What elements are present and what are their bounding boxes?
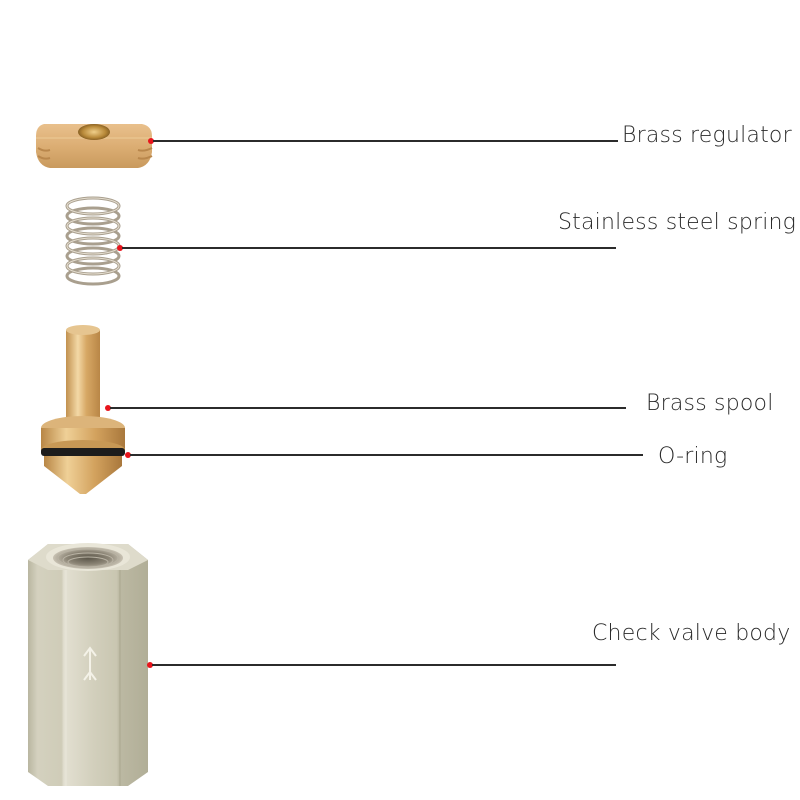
- brass-spool-label: Brass spool: [646, 391, 774, 416]
- brass-regulator-image: [36, 124, 153, 168]
- brass-regulator-label: Brass regulator: [622, 123, 792, 148]
- brass-spool-image: [41, 325, 125, 494]
- brass-regulator-anchor-dot: [148, 138, 154, 144]
- check-valve-body-image: [28, 543, 148, 786]
- check-valve-body-leader-line: [152, 664, 616, 666]
- brass-spool-anchor-dot: [105, 405, 111, 411]
- brass-regulator-leader-line: [153, 140, 618, 142]
- flow-arrow-icon: [83, 646, 97, 681]
- check-valve-body-anchor-dot: [147, 662, 153, 668]
- o-ring-anchor-dot: [125, 452, 131, 458]
- check-valve-body-label: Check valve body: [592, 621, 791, 646]
- stainless-steel-spring-label: Stainless steel spring: [558, 210, 797, 235]
- stainless-steel-spring-anchor-dot: [117, 245, 123, 251]
- brass-spool-leader-line: [110, 407, 626, 409]
- o-ring-label: O-ring: [658, 444, 728, 469]
- stainless-steel-spring-leader-line: [122, 247, 616, 249]
- stainless-steel-spring-image: [65, 196, 121, 286]
- o-ring-leader-line: [130, 454, 643, 456]
